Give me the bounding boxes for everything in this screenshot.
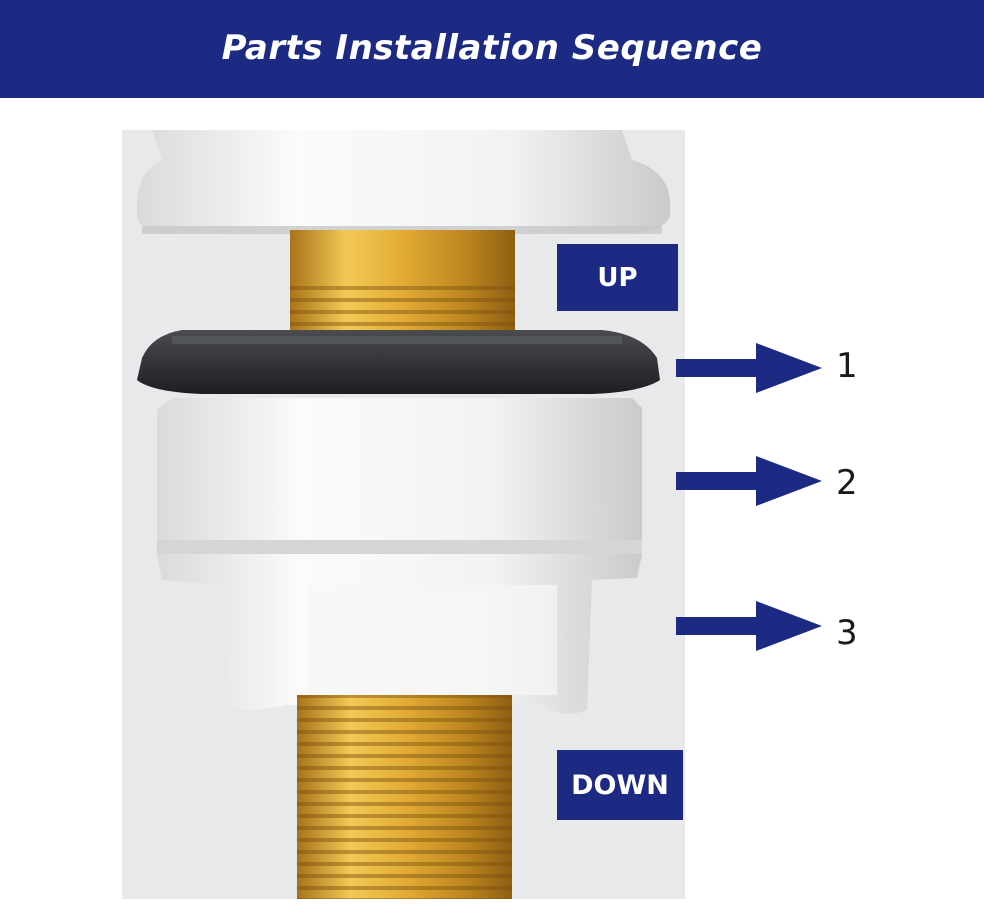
arrow-right-icon [676, 601, 822, 651]
title-banner: Parts Installation Sequence [0, 0, 984, 98]
down-label: DOWN [557, 750, 683, 820]
gasket-part-1 [137, 330, 660, 394]
bottom-divider [0, 899, 984, 904]
fitting-illustration [137, 130, 670, 900]
step-number-2: 2 [836, 463, 858, 503]
step-number-3: 3 [836, 613, 858, 653]
step-number-1: 1 [836, 346, 858, 386]
arrow-right-icon [676, 456, 822, 506]
up-label: UP [557, 244, 678, 311]
nut-part-2 [157, 398, 642, 554]
top-cap [137, 130, 670, 233]
page-title: Parts Installation Sequence [221, 28, 763, 68]
arrow-right-icon [676, 343, 822, 393]
